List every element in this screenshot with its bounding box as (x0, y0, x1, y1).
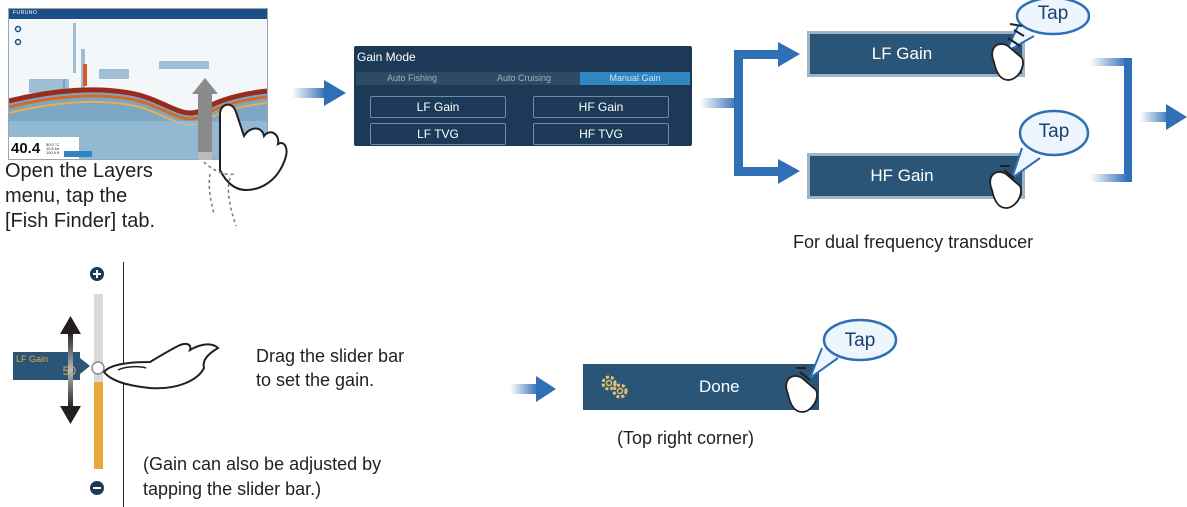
gain-mode-panel: Gain Mode Auto Fishing Auto Cruising Man… (354, 46, 692, 146)
caption-line: to set the gain. (256, 370, 375, 390)
done-button[interactable]: Done (699, 377, 740, 396)
gain-mode-title: Gain Mode (357, 50, 416, 64)
lf-gain-button[interactable]: LF Gain (370, 96, 506, 118)
done-bar: Done (583, 364, 819, 410)
flow-arrow-icon (292, 80, 346, 106)
tap-callout-icon (785, 318, 898, 413)
hf-gain-button-large[interactable]: HF Gain (807, 153, 1025, 199)
depth-sub-readouts: 50.0 °C 10.5 kn 100.0 ft (46, 143, 59, 155)
tab-auto-cruising[interactable]: Auto Cruising (496, 73, 552, 83)
note-caption: (Gain can also be adjusted by tapping th… (143, 452, 381, 502)
lf-gain-label: LF Gain (871, 44, 933, 63)
readout-line: 50.0 °C (46, 142, 60, 147)
slider-track[interactable] (94, 294, 103, 469)
fish-finder-title-bar: FURUNO (9, 9, 267, 19)
lf-gain-button-large[interactable]: LF Gain (807, 31, 1025, 77)
brand-logo: FURUNO (13, 10, 38, 16)
minus-icon[interactable] (85, 476, 109, 500)
branch-arrows-icon (700, 42, 800, 184)
caption-line: [Fish Finder] tab. (5, 210, 156, 232)
slider-fill (94, 381, 103, 469)
plus-icon[interactable] (85, 262, 109, 286)
caption-line: menu, tap the (5, 185, 128, 207)
caption-line: Drag the slider bar (256, 346, 405, 366)
drag-hand-icon (91, 342, 220, 390)
lf-tvg-button[interactable]: LF TVG (370, 123, 506, 145)
step1-caption: Open the Layers menu, tap the [Fish Find… (5, 159, 155, 234)
tab-manual-gain[interactable]: Manual Gain (580, 72, 690, 85)
caption-line: tapping the slider bar.) (143, 479, 322, 499)
tap-callout-icon (991, 0, 1090, 81)
hf-tvg-button[interactable]: HF TVG (533, 123, 669, 145)
gain-mode-tabs: Auto Fishing Auto Cruising Manual Gain (356, 72, 690, 85)
hf-gain-button[interactable]: HF Gain (533, 96, 669, 118)
caption-line: Open the Layers (5, 160, 153, 182)
slider-label-text: LF Gain (16, 354, 49, 364)
tap-label-done: Tap (844, 330, 876, 351)
drag-caption: Drag the slider bar to set the gain. (256, 344, 404, 392)
caption-line: (Gain can also be adjusted by (143, 454, 382, 474)
dual-frequency-caption: For dual frequency transducer (793, 232, 1034, 252)
menu-dot-icon (14, 25, 22, 33)
tap-label-top: Tap (1037, 3, 1069, 24)
readout-line: 100.0 ft (46, 150, 60, 155)
readout-line: 10.5 kn (46, 146, 60, 151)
swipe-up-hand-icon (192, 78, 288, 227)
depth-readout: 40.4 (11, 140, 41, 157)
tab-auto-fishing[interactable]: Auto Fishing (386, 73, 438, 83)
hf-gain-label: HF Gain (870, 166, 934, 185)
up-down-arrow-icon (60, 316, 81, 424)
menu-dot-icon (14, 38, 22, 46)
gear-icon[interactable] (599, 373, 631, 401)
slider-panel-divider (123, 262, 124, 507)
tap-label-middle: Tap (1038, 121, 1070, 142)
corner-caption: (Top right corner) (617, 428, 755, 448)
flow-arrow-icon (510, 376, 556, 402)
tap-callout-icon (989, 109, 1090, 209)
slider-pointer-icon (80, 358, 90, 374)
merge-arrow-icon (1090, 58, 1187, 182)
